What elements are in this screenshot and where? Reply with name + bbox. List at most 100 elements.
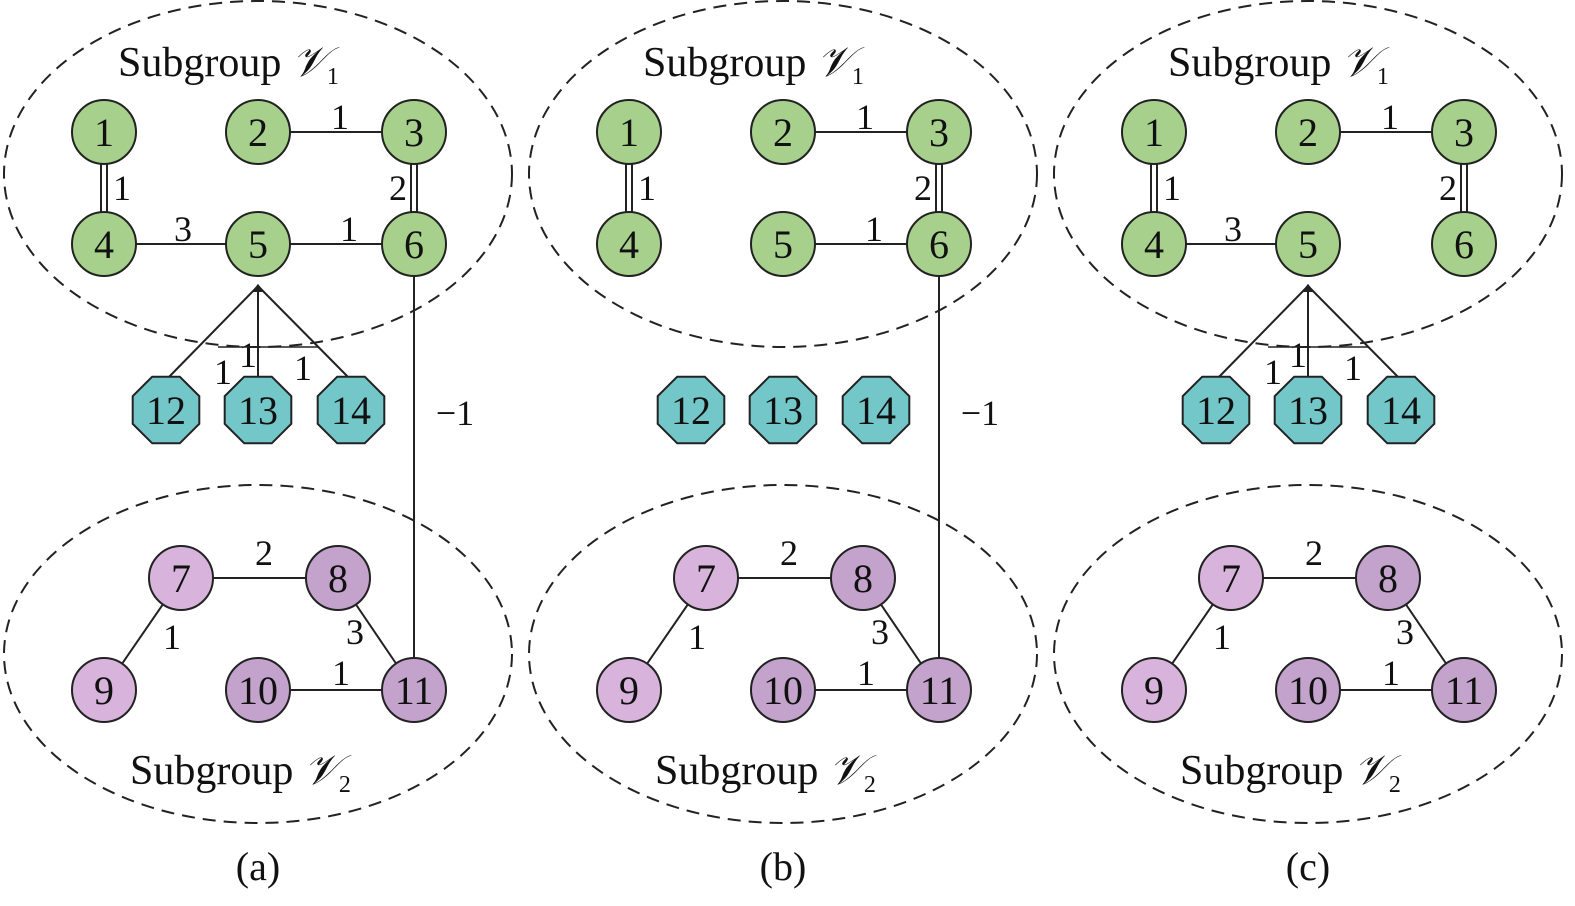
octagon-node-shape (316, 375, 386, 445)
edge-weight-label: 2 (1305, 533, 1323, 573)
node-1: 1 (596, 99, 662, 165)
node-label: 1 (619, 110, 639, 155)
edge-weight-label: 1 (1289, 335, 1307, 375)
edge-weight-label: 2 (780, 533, 798, 573)
edge-weight-label: 2 (255, 533, 273, 573)
node-label: 14 (856, 388, 896, 433)
node-label: 4 (94, 222, 114, 267)
circle-node-shape (1275, 211, 1341, 277)
circle-node-shape (1121, 99, 1187, 165)
edge-weight-label: 3 (871, 612, 889, 652)
octagon-node-shape (841, 375, 911, 445)
node-5: 5 (750, 211, 816, 277)
edge-14-5: 1 (1302, 284, 1402, 388)
node-8: 8 (305, 545, 371, 611)
circle-node-shape (1431, 657, 1497, 723)
circle-node-shape (1355, 545, 1421, 611)
node-3: 3 (381, 99, 447, 165)
node-6: 6 (381, 211, 447, 277)
subgroup-1-label: Subgroup 𝒱1 (1168, 40, 1390, 90)
edge-weight-label: 1 (113, 168, 131, 208)
node-label: 3 (404, 110, 424, 155)
node-label: 11 (395, 668, 434, 713)
edge-weight-label: 3 (346, 612, 364, 652)
circle-node-shape (750, 657, 816, 723)
edge-weight-label: 2 (1439, 168, 1457, 208)
node-2: 2 (750, 99, 816, 165)
edge-weight-label: 1 (857, 653, 875, 693)
edge-weight-label: 1 (638, 168, 656, 208)
node-label: 5 (773, 222, 793, 267)
node-10: 10 (1275, 657, 1341, 723)
circle-node-shape (381, 211, 447, 277)
circle-node-shape (906, 211, 972, 277)
edge-weight-label: 1 (332, 653, 350, 693)
node-4: 4 (1121, 211, 1187, 277)
node-5: 5 (1275, 211, 1341, 277)
edge-13-5: 1 (1289, 284, 1314, 380)
node-label: 10 (763, 668, 803, 713)
panel-caption: (a) (236, 844, 280, 889)
circle-node-shape (71, 211, 137, 277)
circle-node-shape (1121, 211, 1187, 277)
node-4: 4 (596, 211, 662, 277)
node-12: 12 (656, 375, 726, 445)
node-9: 9 (596, 657, 662, 723)
edge-weight-label: 1 (865, 209, 883, 249)
edge-weight-label: 1 (1344, 348, 1362, 388)
node-label: 1 (1144, 110, 1164, 155)
subgroup-1-boundary (528, 0, 1038, 348)
edge-6-11: −1 (938, 244, 999, 690)
circle-node-shape (750, 99, 816, 165)
node-label: 11 (920, 668, 959, 713)
node-3: 3 (906, 99, 972, 165)
node-label: 6 (404, 222, 424, 267)
edge-weight-label: 1 (294, 348, 312, 388)
node-label: 9 (619, 668, 639, 713)
node-label: 11 (1445, 668, 1484, 713)
node-label: 4 (619, 222, 639, 267)
circle-node-shape (1431, 211, 1497, 277)
subgroup-1-label: Subgroup 𝒱1 (643, 40, 865, 90)
edge-weight-label: 1 (856, 97, 874, 137)
node-11: 11 (381, 657, 447, 723)
edge-weight-label: 1 (1381, 97, 1399, 137)
node-1: 1 (71, 99, 137, 165)
edge-13-5: 1 (239, 284, 264, 380)
edge-weight-label: 1 (239, 335, 257, 375)
node-9: 9 (71, 657, 137, 723)
node-10: 10 (750, 657, 816, 723)
node-3: 3 (1431, 99, 1497, 165)
node-label: 12 (1196, 388, 1236, 433)
node-label: 3 (1454, 110, 1474, 155)
node-label: 7 (1221, 556, 1241, 601)
edge-weight-label: 3 (1396, 612, 1414, 652)
octagon-node-shape (1366, 375, 1436, 445)
subgroup-2-boundary (3, 484, 513, 824)
node-14: 14 (841, 375, 911, 445)
node-label: 8 (328, 556, 348, 601)
edge-weight-label: 1 (214, 352, 232, 392)
node-label: 3 (929, 110, 949, 155)
circle-node-shape (225, 211, 291, 277)
edge-weight-label: 1 (1163, 168, 1181, 208)
octagon-node-shape (1273, 375, 1343, 445)
edge-weight-label: 1 (1213, 617, 1231, 657)
subgroup-2-label: Subgroup 𝒱2 (1180, 748, 1402, 798)
octagon-node-shape (1181, 375, 1251, 445)
node-label: 2 (1298, 110, 1318, 155)
node-11: 11 (906, 657, 972, 723)
node-1: 1 (1121, 99, 1187, 165)
octagon-node-shape (656, 375, 726, 445)
octagon-node-shape (748, 375, 818, 445)
circle-node-shape (381, 657, 447, 723)
node-7: 7 (1198, 545, 1264, 611)
node-label: 7 (696, 556, 716, 601)
node-6: 6 (1431, 211, 1497, 277)
node-13: 13 (223, 375, 293, 445)
octagon-node-shape (223, 375, 293, 445)
node-label: 2 (248, 110, 268, 155)
node-label: 13 (238, 388, 278, 433)
